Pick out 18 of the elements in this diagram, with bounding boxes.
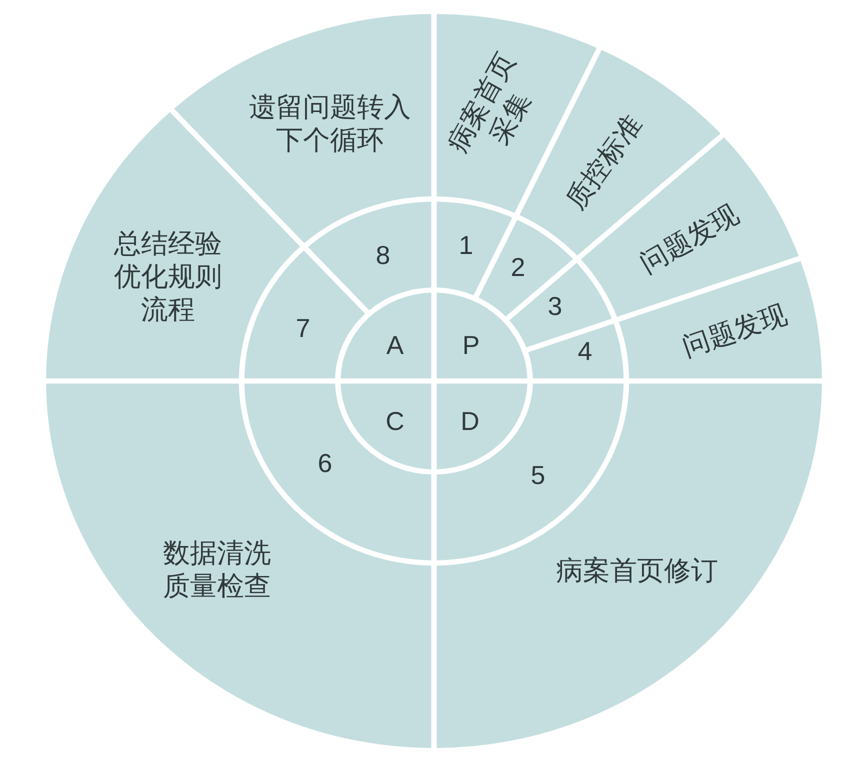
step-label: 总结经验优化规则流程 [112,228,223,328]
step-number: 8 [376,240,390,272]
step-number: 3 [548,291,562,323]
step-number: 7 [296,313,310,345]
step-number: 5 [530,460,546,492]
phase-letter: A [386,330,404,362]
step-label: 问题发现 [678,298,792,366]
phase-letter: C [386,406,404,438]
step-label: 数据清洗质量检查 [162,538,272,604]
step-number: 2 [510,252,526,284]
step-label: 遗留问题转入下个循环 [248,92,412,158]
step-number: 4 [578,336,592,368]
step-label: 病案首页采集 [441,46,538,160]
phase-letter: P [462,330,480,362]
phase-letter: D [460,406,480,438]
step-number: 6 [318,448,332,480]
step-label: 病案首页修订 [556,556,718,588]
step-number: 1 [458,230,474,262]
